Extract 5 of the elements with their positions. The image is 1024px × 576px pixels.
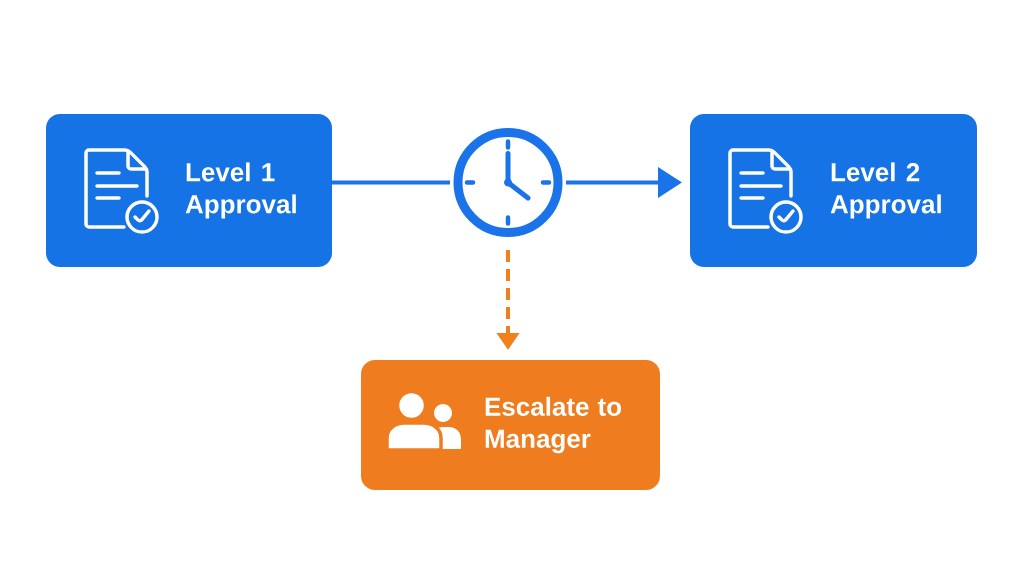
- process-box: Level 2 Approval: [690, 114, 977, 267]
- connector-line: [332, 180, 450, 185]
- process-box: Escalate to Manager: [361, 360, 660, 490]
- clock-icon: [453, 128, 563, 237]
- process-box: Level 1 Approval: [46, 114, 332, 267]
